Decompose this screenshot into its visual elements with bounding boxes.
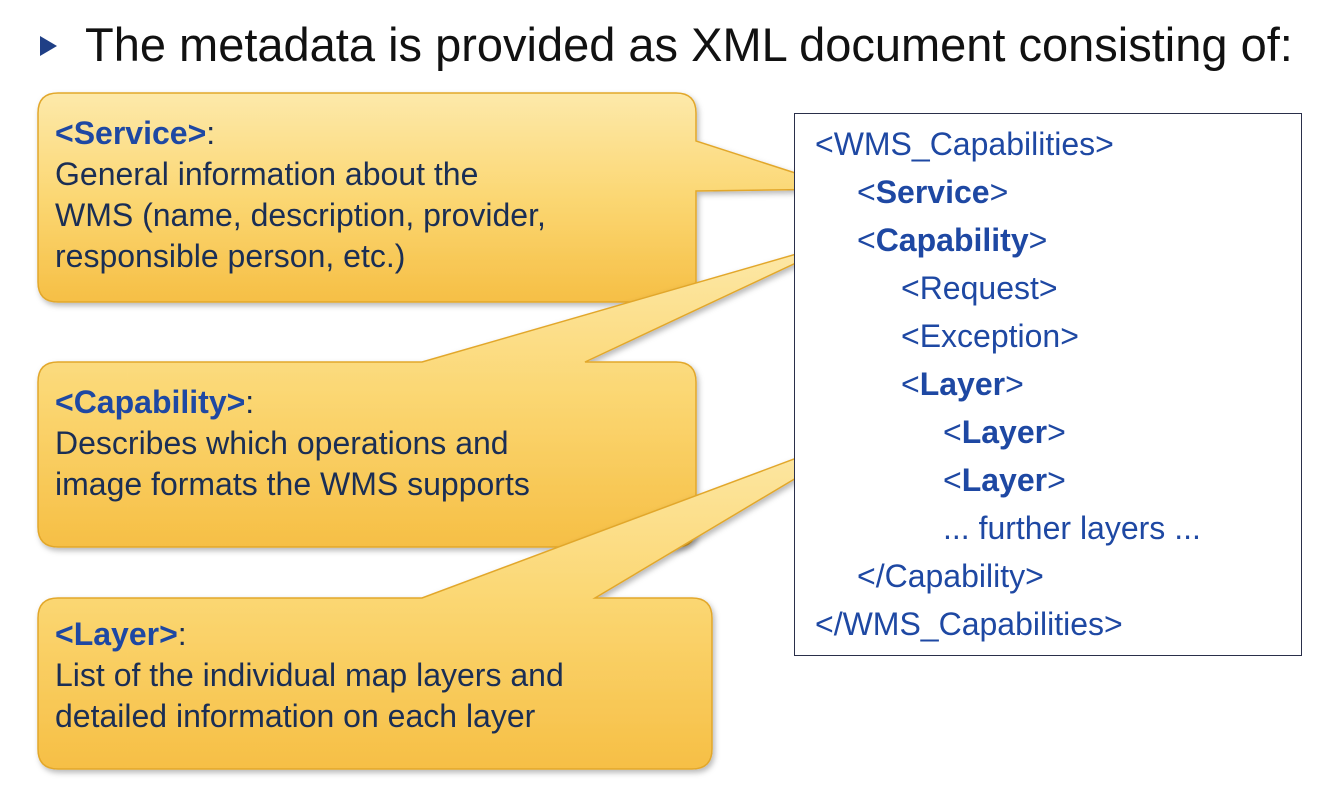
service-callout-line: WMS (name, description, provider, xyxy=(55,197,546,233)
service-callout: <Service>: General information about the… xyxy=(55,113,546,277)
layer-callout-shape xyxy=(37,424,886,770)
layer-callout: <Layer>: List of the individual map laye… xyxy=(55,614,564,737)
xml-line-service: <Service> xyxy=(857,174,1009,210)
service-callout-title: <Service>: xyxy=(55,115,216,151)
service-callout-line: responsible person, etc.) xyxy=(55,238,406,274)
xml-line-wms-capabilities-close: </WMS_Capabilities> xyxy=(815,606,1123,642)
xml-line-sublayer: <Layer> xyxy=(943,414,1066,450)
capability-callout-title: <Capability>: xyxy=(55,384,255,420)
xml-line-capability-close: </Capability> xyxy=(857,558,1044,594)
xml-structure-box: <WMS_Capabilities> <Service> <Capability… xyxy=(794,113,1302,656)
slide-heading: The metadata is provided as XML document… xyxy=(40,8,1293,80)
xml-line-layer: <Layer> xyxy=(901,366,1024,402)
capability-callout-line: Describes which operations and xyxy=(55,425,509,461)
triangle-right-icon xyxy=(40,36,57,56)
layer-callout-title: <Layer>: xyxy=(55,616,187,652)
service-callout-line: General information about the xyxy=(55,156,479,192)
xml-line-sublayer: <Layer> xyxy=(943,462,1066,498)
capability-callout: <Capability>: Describes which operations… xyxy=(55,382,530,505)
xml-line-further-layers: ... further layers ... xyxy=(943,510,1201,546)
xml-line-wms-capabilities: <WMS_Capabilities> xyxy=(815,126,1114,162)
layer-callout-line: detailed information on each layer xyxy=(55,698,536,734)
layer-callout-line: List of the individual map layers and xyxy=(55,657,564,693)
xml-line-capability: <Capability> xyxy=(857,222,1048,258)
xml-line-exception: <Exception> xyxy=(901,318,1079,354)
heading-text: The metadata is provided as XML document… xyxy=(85,17,1293,71)
capability-callout-line: image formats the WMS supports xyxy=(55,466,530,502)
xml-line-request: <Request> xyxy=(901,270,1058,306)
